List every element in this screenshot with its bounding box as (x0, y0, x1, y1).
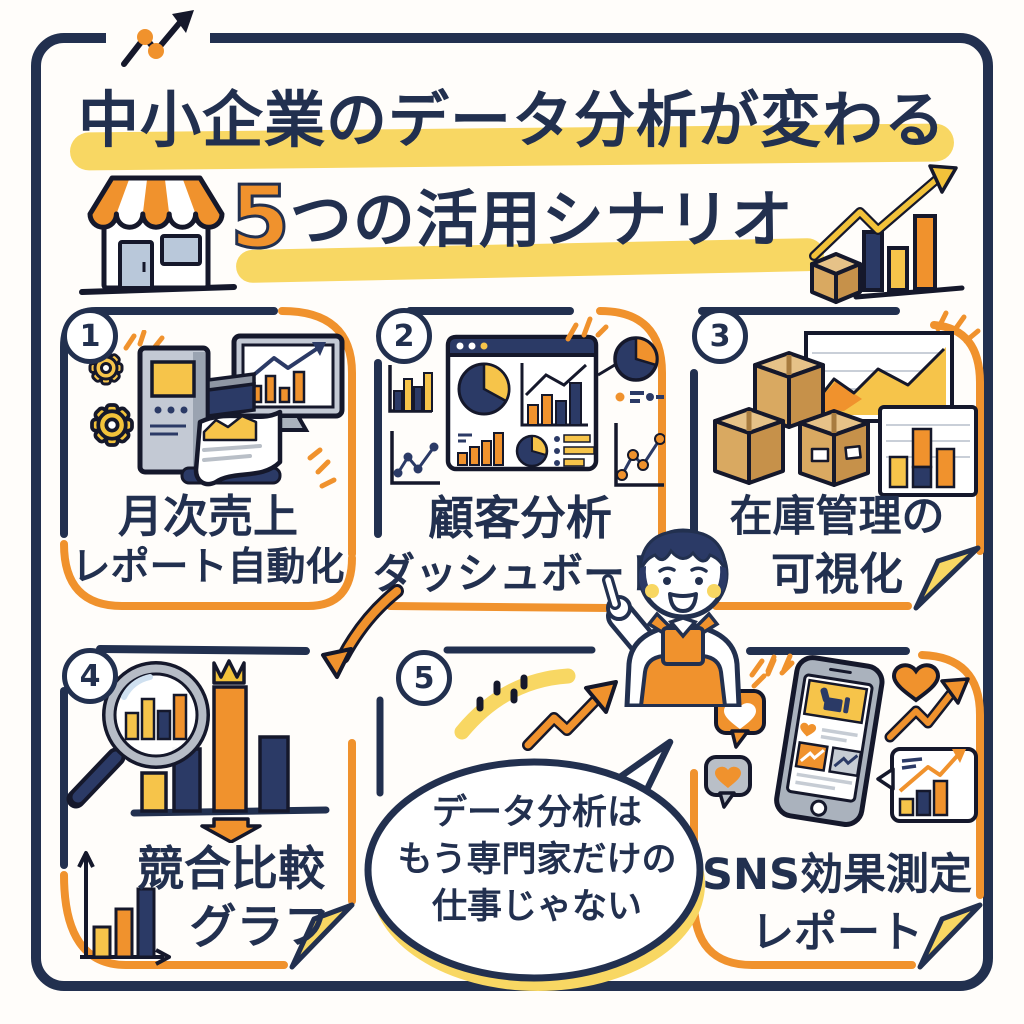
panel-4-label-line1: 競合比較 (137, 842, 325, 897)
storefront-icon (79, 175, 237, 295)
bar-chart-card (878, 405, 978, 497)
competitor-comparison-icon (66, 659, 330, 843)
small-axis-chart-icon (77, 851, 171, 966)
crown-icon (212, 659, 246, 685)
panel-5-border (690, 647, 984, 970)
panel-1-label-line2: レポート自動化 (71, 545, 345, 590)
panel-5-sns-report (686, 643, 988, 975)
panel-2-dashboard (370, 303, 670, 614)
panel-3-inventory (686, 303, 988, 614)
bubble-line-1: データ分析は (431, 793, 642, 833)
panel-2-border (374, 307, 666, 612)
bubble-line-3: 仕事じゃない (431, 887, 642, 927)
sparkle-icon (565, 316, 609, 342)
main-title: 中小企業のデータ分析が変わる (77, 85, 946, 156)
box-bar-chart-icon (809, 164, 965, 304)
panel-4-number: 4 (62, 648, 118, 704)
printer-tower-icon (137, 345, 256, 475)
scenario-count: 5 (229, 167, 292, 270)
magnifier-icon (66, 661, 210, 809)
panel-1-label-line1: 月次売上 (117, 490, 298, 543)
folded-corner (913, 545, 981, 611)
heart-icon (891, 663, 941, 703)
speech-bubble-text: データ分析は もう専門家だけの 仕事じゃない (372, 790, 702, 931)
dashboard-window (445, 334, 599, 472)
sub-title: 5つの活用シナリオ (0, 167, 1024, 270)
sparkle-icon (307, 447, 337, 489)
zigzag-growth-arrow-icon (522, 680, 618, 751)
folded-corner (289, 902, 355, 970)
trend-arrow-icon (121, 10, 194, 67)
small-line-chart (390, 431, 440, 485)
panel-3-border (690, 307, 984, 611)
panel-5-label-line1: SNS効果測定 (702, 850, 972, 900)
sub-title-text: つの活用シナリオ (289, 183, 794, 256)
report-automation-icon (88, 330, 345, 489)
panel-3-number: 3 (692, 308, 748, 364)
panel-4-comparison (56, 643, 360, 975)
curved-arrow-icon (321, 584, 404, 679)
small-bar-chart (388, 365, 433, 413)
panel-3-label-line2: 可視化 (771, 549, 903, 600)
center-panel-lines (376, 646, 596, 797)
thumbs-up-icon (820, 687, 851, 714)
growth-arrow-icon (884, 677, 970, 743)
like-bubble-icon (704, 755, 752, 809)
panel-5-number: 5 (396, 650, 452, 706)
panel-1-number: 1 (62, 308, 118, 364)
panel-3-label-line1: 在庫管理の (729, 492, 945, 542)
folded-corner (917, 902, 983, 970)
cardboard-boxes (713, 351, 870, 487)
shop-owner-character (602, 528, 742, 707)
sns-report-icon (704, 654, 978, 827)
heart-icon (800, 722, 817, 737)
smartphone-icon (774, 655, 885, 827)
panel-4-border (60, 645, 356, 970)
speech-bubble (364, 738, 705, 991)
pie-chart-callout (597, 336, 664, 403)
dashboard-icon (388, 334, 665, 487)
panel-5-label-line2: レポート (751, 908, 923, 958)
chart-callout-card (876, 747, 978, 823)
swoosh-accent (454, 668, 576, 740)
line-chart-callout (614, 423, 665, 487)
report-paper-icon (193, 409, 283, 487)
panel-2-label-line2: ダッシュボード (372, 549, 667, 598)
sparkle-icon (935, 310, 981, 344)
sparkle-icon (751, 653, 793, 689)
gear-icon (90, 403, 134, 447)
hair (638, 529, 728, 575)
panel-2-number: 2 (376, 308, 432, 364)
collar (667, 616, 699, 639)
inventory-boxes-icon (713, 331, 978, 497)
panel-4-label-line2: グラフ (189, 900, 331, 955)
down-arrow-icon (200, 817, 262, 843)
panel-2-label-line1: 顧客分析 (428, 491, 612, 545)
mouth (668, 592, 698, 613)
bubble-line-2: もう専門家だけの (397, 840, 677, 880)
panel-1-monthly-report (56, 303, 360, 614)
